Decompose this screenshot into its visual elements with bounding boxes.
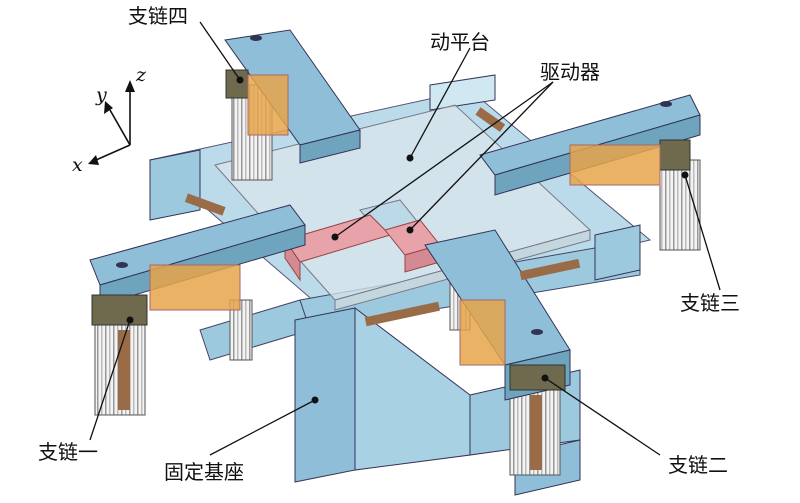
axis-label-z: z (136, 64, 147, 86)
label-fixed-base: 固定基座 (164, 460, 244, 484)
label-moving-platform: 动平台 (430, 30, 490, 54)
label-actuator: 驱动器 (540, 60, 600, 84)
branch-legs (94, 84, 701, 476)
branch-arms (89, 29, 701, 401)
axis-label-y: y (96, 84, 107, 106)
coordinate-axes (88, 80, 135, 165)
label-branch4: 支链四 (128, 4, 188, 28)
label-branch3: 支链三 (680, 291, 740, 315)
label-branch2: 支链二 (668, 453, 728, 477)
label-branch1: 支链一 (38, 440, 98, 464)
leader-dots (126, 76, 689, 404)
leader-lines (89, 21, 721, 456)
axis-label-x: x (72, 154, 83, 176)
